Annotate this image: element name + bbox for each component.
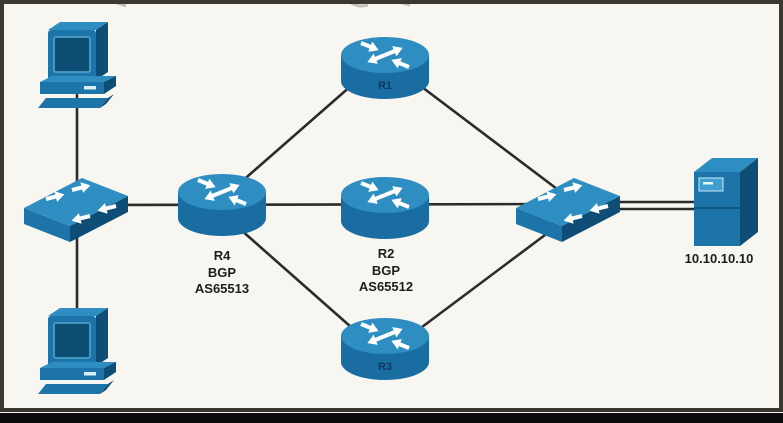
switch-icon xyxy=(516,178,620,242)
router-r2-protocol: BGP xyxy=(372,263,401,278)
workstation-icon xyxy=(38,308,116,394)
link-r1-switch-right xyxy=(408,76,567,197)
router-r4-asn: AS65513 xyxy=(195,281,249,296)
server-icon xyxy=(694,158,758,246)
router-r2 xyxy=(341,177,429,239)
frame-border xyxy=(0,0,783,412)
router-r1-label: R1 xyxy=(378,80,392,92)
switch-icon xyxy=(24,178,128,242)
links-layer xyxy=(75,76,702,344)
workstation-bottom xyxy=(38,308,116,394)
server-ip-label: 10.10.10.10 xyxy=(685,251,754,266)
router-r2-name: R2 xyxy=(378,246,395,261)
link-r4-r3 xyxy=(230,220,370,344)
router-r4-protocol: BGP xyxy=(208,265,237,280)
router-r3-label: R3 xyxy=(378,361,392,373)
link-switch-left-r4-r2-switch-right xyxy=(88,202,572,207)
link-r4-r1 xyxy=(230,76,362,192)
switch-right xyxy=(516,178,620,242)
workstation-top xyxy=(38,22,116,108)
router-r2-asn: AS65512 xyxy=(359,279,413,294)
router-r1: R1 xyxy=(341,37,429,99)
router-icon xyxy=(341,318,429,380)
switch-left xyxy=(24,178,128,242)
router-r3: R3 xyxy=(341,318,429,380)
router-icon xyxy=(341,37,429,99)
workstation-icon xyxy=(38,22,116,108)
router-icon xyxy=(178,174,266,236)
router-r4 xyxy=(178,174,266,236)
router-icon xyxy=(341,177,429,239)
link-r3-switch-right xyxy=(400,233,547,344)
server xyxy=(694,158,758,246)
bottom-bar xyxy=(0,413,783,423)
router-r4-name: R4 xyxy=(214,248,231,263)
